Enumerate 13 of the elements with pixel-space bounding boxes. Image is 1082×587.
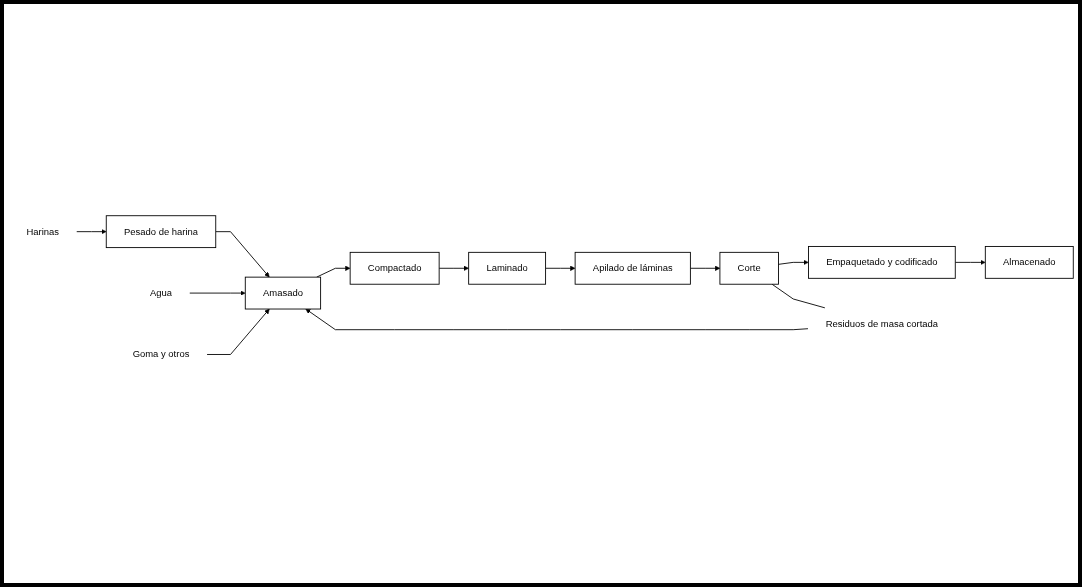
node-box: Pesado de harina: [105, 215, 217, 249]
node-box: Amasado: [244, 277, 322, 310]
node-box: Almacenado: [984, 246, 1074, 280]
node-text: Harinas: [26, 226, 60, 237]
node-box: Laminado: [468, 252, 547, 286]
connector: [771, 284, 826, 309]
node-text: Residuos de masa cortada: [825, 318, 939, 329]
node-box: Corte: [719, 252, 779, 286]
node-box: Compactado: [349, 252, 440, 286]
node-text: Goma y otros: [132, 349, 190, 360]
node-box: Empaquetado y codificado: [808, 246, 956, 280]
node-box: Apilado de láminas: [574, 252, 691, 286]
node-text: Agua: [149, 288, 173, 299]
